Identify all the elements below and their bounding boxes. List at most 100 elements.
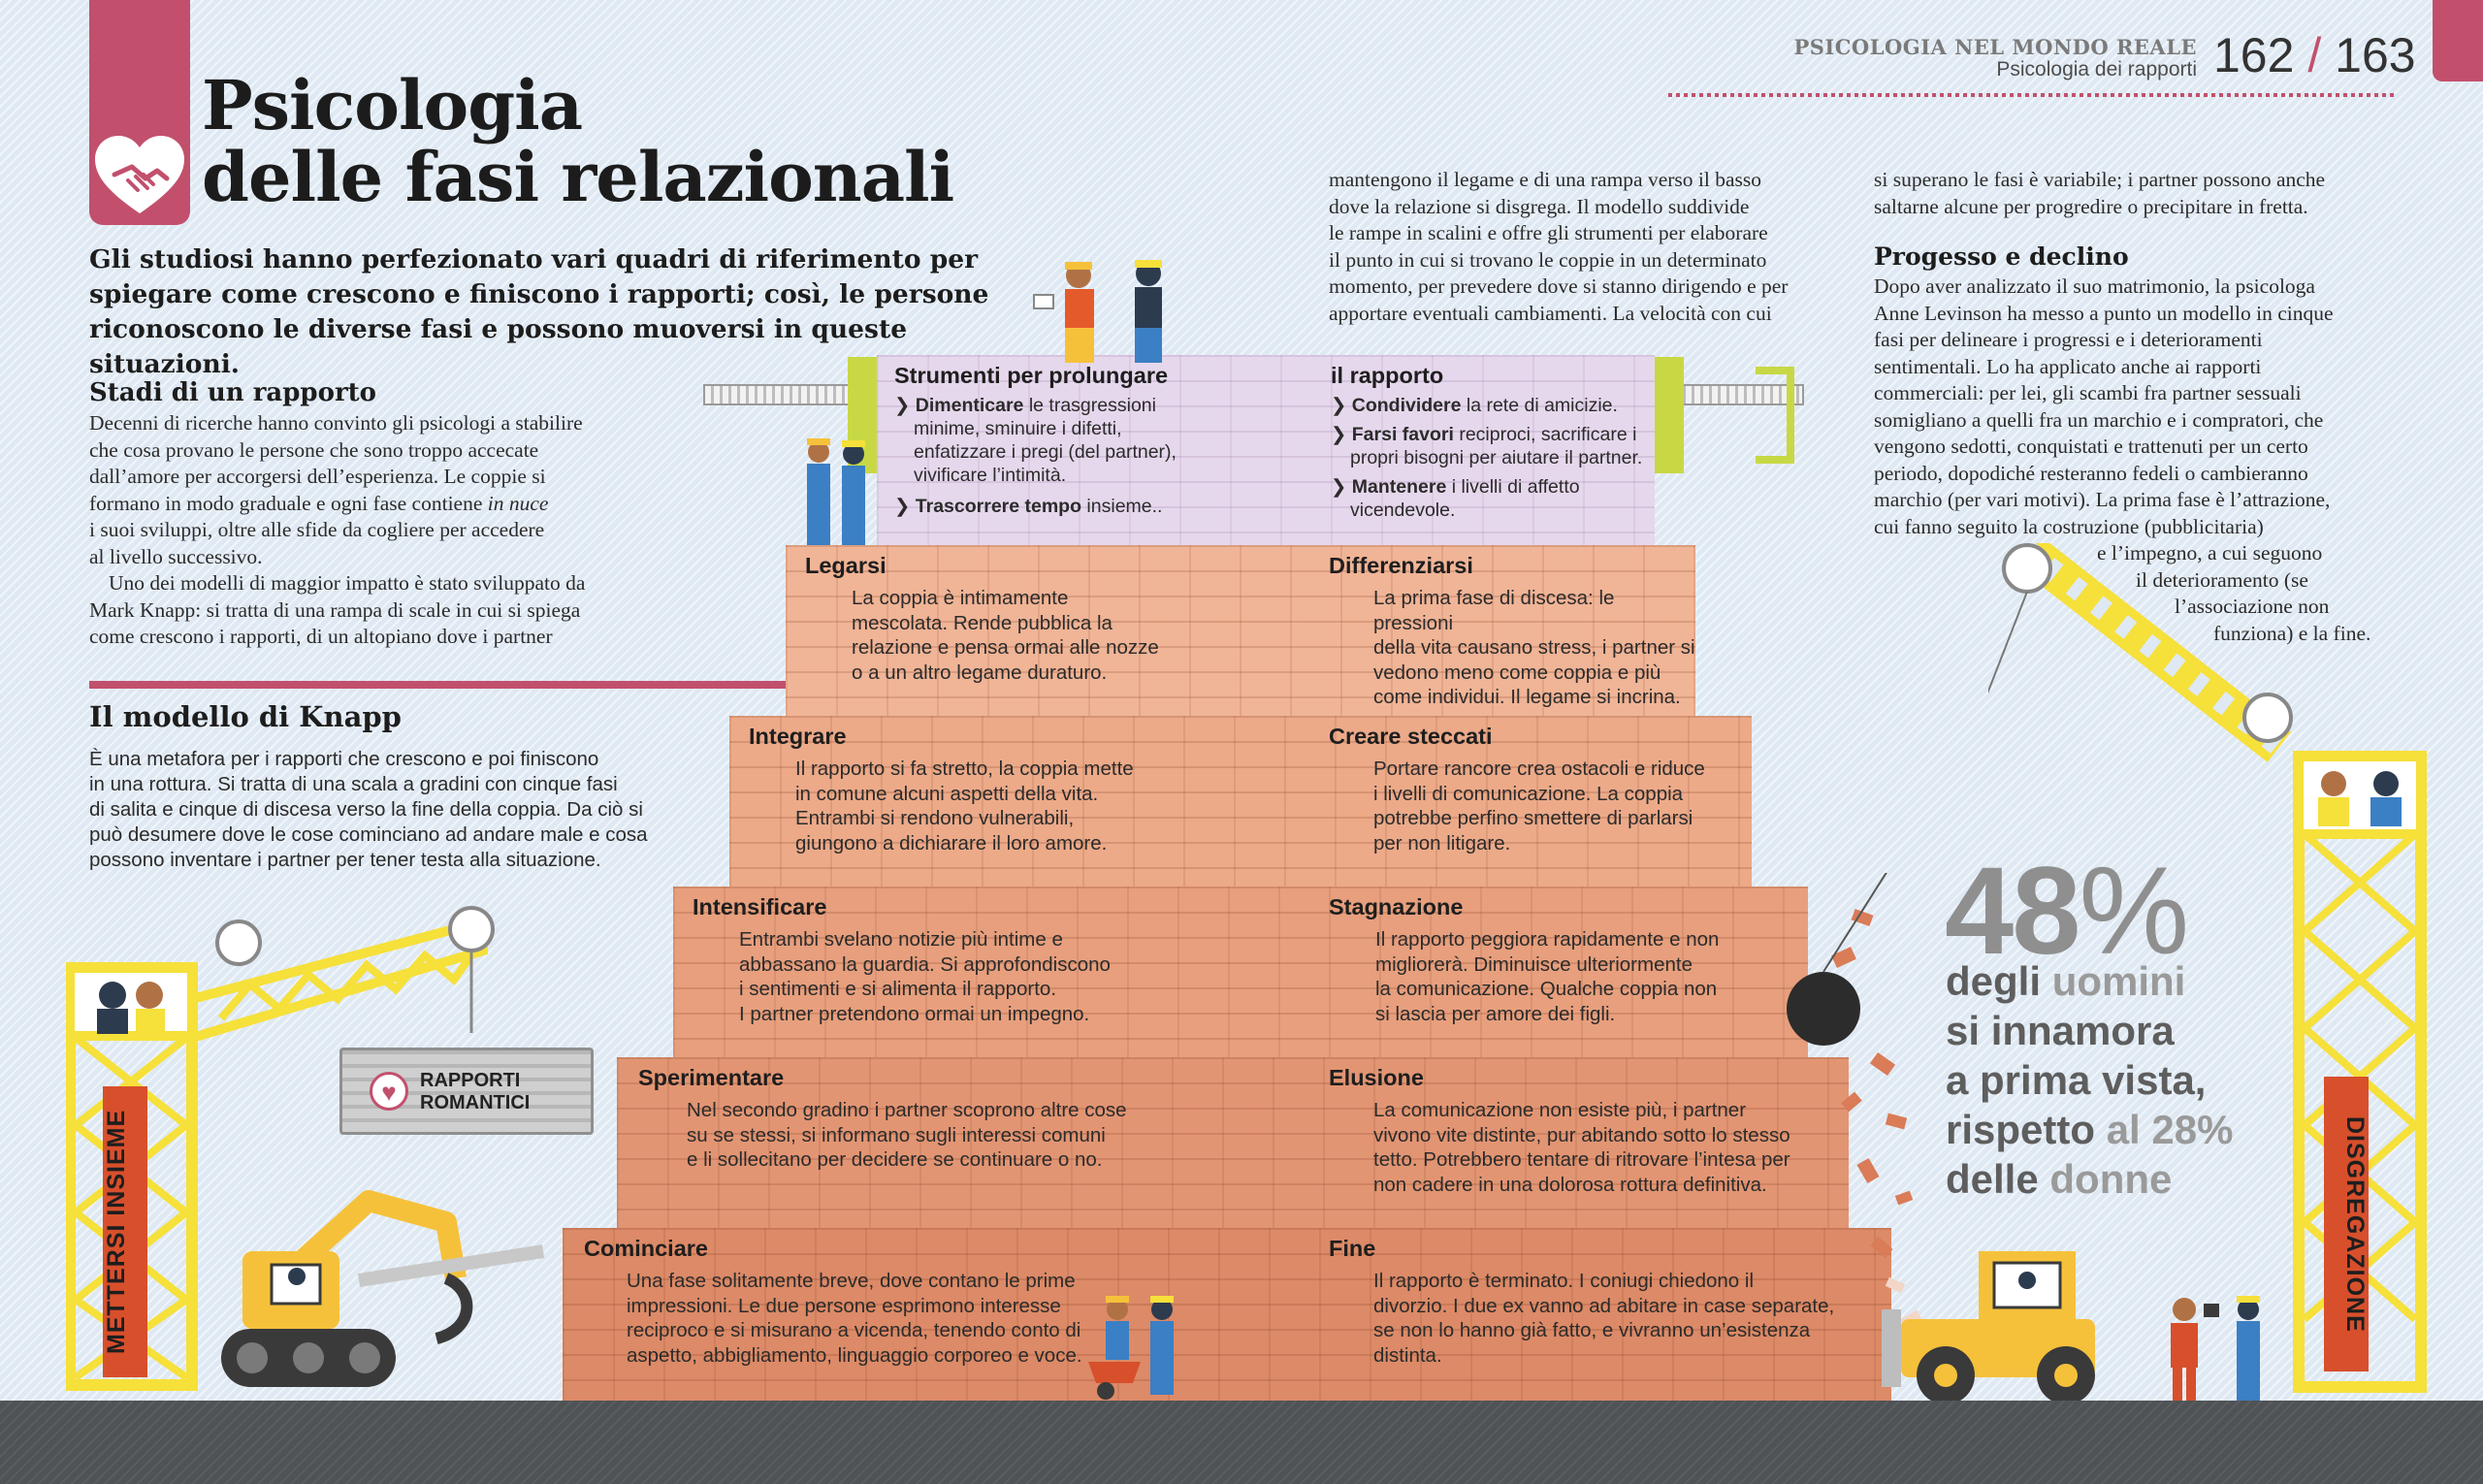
stage-down-title: Creare steccati	[1329, 724, 1493, 749]
falling-bricks-illustration	[1787, 873, 1922, 1329]
crane-label-left: METTERSI INSIEME	[103, 1086, 147, 1377]
progresso-body: Dopo aver analizzato il suo matrimonio, …	[1874, 274, 2417, 647]
lead-paragraph: Gli studiosi hanno perfezionato vari qua…	[89, 244, 989, 379]
stage-up-title: Cominciare	[584, 1236, 708, 1261]
text-line: il deterioramento (se	[2136, 567, 2308, 592]
text-line: marchio (per vari motivi). La prima fase…	[1874, 488, 2331, 511]
stadi-body: Decenni di ricerche hanno convinto gli p…	[89, 410, 671, 651]
text-italic: in nuce	[487, 491, 549, 515]
page-numbers: 162 / 163	[2213, 27, 2416, 83]
column-3-body: si superano le fasi è variabile; i partn…	[1874, 167, 2417, 220]
tools-block: Strumenti per prolungare il rapporto ❯ D…	[877, 355, 1655, 545]
text-line: il punto in cui si trovano le coppie in …	[1329, 247, 1767, 272]
left-crane-illustration	[66, 906, 495, 1391]
stat-value: 48	[1945, 842, 2080, 981]
wheelbarrow-workers-illustration	[1088, 1296, 1174, 1400]
text-line: sentimentali. Lo ha applicato anche ai r…	[1874, 354, 2262, 378]
text-line: mescolata. Rende pubblica la	[852, 611, 1113, 634]
section-heading-progresso: Progesso e declino	[1874, 242, 2129, 271]
tools-right-list: ❯ Condividere la rete di amicizie. ❯ Far…	[1331, 394, 1651, 522]
excavator-illustration	[221, 1190, 545, 1387]
text-line: formano in modo graduale e ogni fase con…	[89, 491, 671, 518]
stat-line: degli uomini	[1946, 956, 2233, 1006]
ground-strip	[0, 1401, 2483, 1484]
text-line: saltarne alcune per progredire o precipi…	[1874, 194, 2308, 218]
text-line: come individui. Il legame si incrina.	[1373, 686, 1681, 708]
text-line: commerciali: per lei, gli scambi fra par…	[1874, 381, 2302, 404]
clamp-bolt	[1756, 367, 1794, 464]
page-right: 163	[2335, 28, 2416, 82]
stage-tier-4: Sperimentare Nel secondo gradino i partn…	[617, 1057, 1849, 1228]
list-item-line: propri bisogni per aiutare il partner.	[1350, 447, 1643, 468]
list-item: ❯ Dimenticare le trasgressioni	[894, 395, 1156, 416]
text-line: i sentimenti e si alimenta il rapporto.	[739, 978, 1057, 1000]
text-line: i suoi sviluppi, oltre alle sfide da cog…	[89, 518, 545, 541]
text-line: fasi per delineare i progressi e i deter…	[1874, 328, 2263, 351]
text-line: e li sollecitano per decidere se continu…	[687, 1148, 1103, 1171]
bookmark-tab	[89, 0, 190, 225]
stage-down-title: Fine	[1329, 1236, 1376, 1261]
knapp-body: È una metafora per i rapporti che cresco…	[89, 747, 671, 873]
item-text: le trasgressioni	[1023, 395, 1156, 416]
text-line: in comune alcuni aspetti della vita.	[795, 782, 1099, 805]
stat-line: rispetto al 28%	[1946, 1105, 2233, 1154]
text-line: Anne Levinson ha messo a punto un modell…	[1874, 301, 2334, 325]
item-text: i livelli di affetto	[1446, 476, 1580, 498]
clamp-right	[1655, 357, 1684, 473]
stat-text: degli uomini si innamora a prima vista, …	[1946, 956, 2233, 1204]
stage-down-text: Il rapporto peggiora rapidamente e non m…	[1375, 927, 1719, 1026]
text-line: La coppia è intimamente	[852, 587, 1069, 609]
rapporti-romantici-sign: ♥ RAPPORTI ROMANTICI	[339, 1048, 594, 1135]
stage-down-title: Differenziarsi	[1329, 553, 1473, 578]
text-line: di salita e cinque di discesa verso la f…	[89, 798, 643, 821]
list-item: ❯ Trascorrere tempo insieme..	[894, 496, 1163, 517]
stage-down-title: Elusione	[1329, 1065, 1424, 1090]
text-line: distinta.	[1373, 1343, 1442, 1367]
text-line: Il rapporto si fa stretto, la coppia met…	[795, 758, 1134, 780]
text-line: migliorerà. Diminuisce ulteriormente	[1375, 952, 1693, 976]
stage-up-title: Intensificare	[693, 894, 827, 919]
text-line: o a un altro legame duraturo.	[852, 661, 1108, 684]
text-line: È una metafora per i rapporti che cresco…	[89, 748, 599, 770]
text-line: della vita causano stress, i partner si	[1373, 636, 1695, 659]
list-item: ❯ Farsi favori reciproci, sacrificare i	[1331, 424, 1637, 445]
text-line: reciproco e si misurano a vicenda, tenen…	[627, 1319, 1081, 1341]
workers-top-illustration	[1033, 260, 1162, 363]
crane-label-right: DISGREGAZIONE	[2324, 1077, 2369, 1371]
stage-up-title: Integrare	[749, 724, 847, 749]
top-rail-left	[703, 384, 851, 405]
text-line: si lascia per amore dei figli.	[1375, 1002, 1616, 1025]
stage-down-text: Il rapporto è terminato. I coniugi chied…	[1373, 1269, 1834, 1368]
section-heading-knapp: Il modello di Knapp	[89, 700, 402, 733]
stat-word: al 28%	[2106, 1107, 2234, 1152]
item-text: reciproci, sacrificare i	[1453, 424, 1637, 445]
stage-down-title: Stagnazione	[1329, 894, 1464, 919]
stage-tier-1: Legarsi La coppia è intimamente mescolat…	[786, 545, 1695, 716]
text-line: si superano le fasi è variabile; i partn…	[1874, 168, 2326, 191]
list-item-line: vivificare l’intimità.	[914, 465, 1067, 486]
stage-up-title: Sperimentare	[638, 1065, 785, 1090]
title-line-2: delle fasi relazionali	[202, 137, 954, 217]
stage-up-text: La coppia è intimamente mescolata. Rende…	[852, 586, 1159, 685]
text-line: Mark Knapp: si tratta di una rampa di sc…	[89, 597, 581, 622]
section-rule	[89, 681, 786, 689]
section-heading-stadi: Stadi di un rapporto	[89, 378, 377, 407]
text-line: relazione e pensa ormai alle nozze	[852, 636, 1159, 659]
text-line: tetto. Potrebbero tentare di ritrovare l…	[1373, 1148, 1790, 1171]
text-line: vengono sedotti, conquistati e trattenut…	[1874, 435, 2308, 458]
item-text: la rete di amicizie.	[1461, 395, 1618, 416]
stat-word: rispetto	[1946, 1107, 2107, 1152]
pulley-icon	[448, 906, 495, 952]
text-line: le rampe in scalini e offre gli strument…	[1329, 221, 1768, 244]
sign-line: RAPPORTI	[420, 1070, 521, 1091]
text-line: Uno dei modelli di maggior impatto è sta…	[109, 571, 586, 595]
text-line: potrebbe perfino smettere di parlarsi	[1373, 807, 1693, 829]
text-line: vivono vite distinte, pur abitando sotto…	[1373, 1123, 1790, 1146]
tools-heading-left: Strumenti per prolungare	[894, 363, 1169, 388]
heart-handshake-icon	[95, 136, 184, 213]
workers-right-illustration	[2171, 1296, 2260, 1403]
item-bold: Dimenticare	[915, 395, 1024, 416]
list-item-line: vicendevole.	[1350, 500, 1456, 521]
text-line: Entrambi svelano notizie più intime e	[739, 928, 1063, 951]
text-line: cui fanno seguito la costruzione (pubbli…	[1874, 514, 2264, 538]
